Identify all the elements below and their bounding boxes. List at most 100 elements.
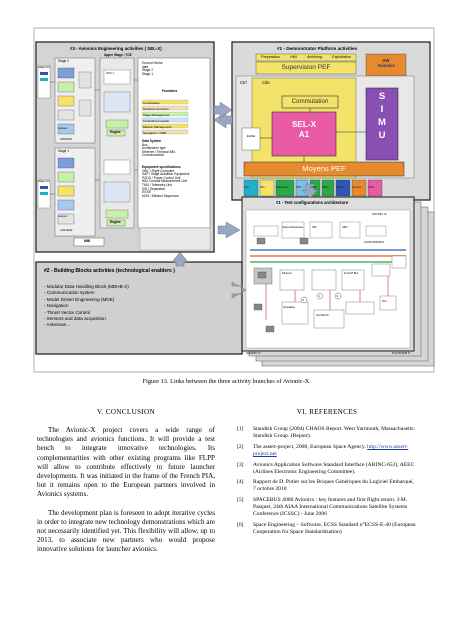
equipment-item: OBC / Flight Computer (142, 168, 175, 173)
eth-label: Ethernet/Spacewire (282, 226, 304, 229)
platform-bus-label: PLATFORM BUS (364, 241, 384, 244)
supervision-pef (255, 61, 357, 75)
panel1-functions (137, 57, 211, 251)
panel-avionics-engineering: #3 - Avionics Engineering activities ( S… (35, 41, 215, 253)
reference-link[interactable]: http://www.assert-project.net (253, 443, 409, 457)
obc-label: OBC (342, 226, 348, 229)
building-block-item: - Model Driven Engineering (MDE) (44, 296, 115, 302)
num-2: 2 (302, 298, 305, 302)
test-bench-label: Test Bench (316, 314, 329, 317)
conclusion-paragraph-1: The Avionic-X project covers a wide rang… (37, 426, 215, 499)
panel1-stage2-block (54, 57, 96, 144)
stage1-label: Stage 1 (58, 149, 69, 153)
equipment-item: SIS / Separation (142, 186, 166, 191)
platform-it-label: PLATFORM IT (392, 351, 411, 355)
function-item: Stage Management (143, 113, 170, 117)
conclusion-title: V. CONCLUSION (96, 408, 156, 416)
cde-label: Cde (262, 80, 270, 85)
equipment-item: MOS / Mission Sequencer (142, 193, 180, 198)
reference-item: [6] Space Engineering – Software, ECSS S… (237, 522, 417, 536)
data-system-title: Data System (142, 139, 162, 143)
panel-demonstrator-platform: #1 - Demonstrator Platform activities (231, 41, 431, 201)
reference-text: Space Engineering – Software, ECSS Stand… (253, 521, 416, 535)
bottom-label: Pyro (244, 186, 249, 189)
stage1-lanceur-label: Lanceur (58, 215, 68, 218)
num-circle-2 (300, 296, 308, 304)
gdu-label: GDU 1 (106, 72, 114, 75)
data-system-item: Communication (142, 153, 165, 158)
panel4-title: #2 - Building Blocks activities (technol… (44, 268, 175, 274)
reference-number: [5] (237, 497, 244, 504)
egse-label: EGSE (246, 134, 256, 138)
reference-number: [2] (237, 443, 244, 450)
equipment-item: EGSE (142, 190, 151, 195)
equipment-item: IMU / Inertial Measurement Unit (142, 179, 187, 184)
reference-text: Avionics Application Software Standard I… (253, 461, 415, 475)
bottom-label: CNES (310, 186, 317, 189)
mmi-box (73, 237, 105, 247)
bottom-label: Bancs (322, 186, 329, 189)
simu-label: S I M U (378, 91, 386, 141)
tab-archiving: Archiving (307, 55, 322, 59)
selx-box (271, 111, 337, 157)
ethernet-label: Ethernet (282, 272, 292, 275)
tab-preparation: Preparation (261, 55, 280, 59)
moyens-pef (243, 161, 405, 177)
egse-box (241, 127, 261, 151)
conclusion-paragraph-2: The development plan is foreseen to adop… (37, 508, 215, 554)
stage2-lanceur-label: Lanceur (58, 127, 68, 130)
panel-test-configurations: #1 - Test configurations architecture (241, 196, 435, 367)
avionic-if-label: AVIONIC IF (372, 212, 387, 216)
function-item: Coordination (143, 101, 161, 105)
building-block-item: - Antennas… (44, 322, 71, 328)
data-system-item: Architecture type (142, 146, 166, 151)
bottom-label: Autres (336, 186, 343, 189)
left-label-top: Stage Ctrl (38, 66, 50, 69)
num-circle-3 (334, 292, 342, 300)
reference-text: Standish Group (2004) CHAOS Report. West… (253, 426, 415, 439)
panel1-connectors (50, 79, 138, 195)
reference-text-wrap: The assert-project, 2008, European Space… (253, 444, 417, 458)
equipment-item: TMU / Telemetry Unit (142, 182, 172, 187)
engine-label-1: Engine (110, 130, 121, 134)
reference-text: Rapport de D. Potier sur les Briques Gén… (253, 479, 414, 493)
ctrl-label: Ctrl (240, 80, 247, 85)
reference-item: [1] Standish Group (2004) CHAOS Report. … (237, 426, 417, 440)
supervision-label: Supervision PEF (281, 64, 331, 71)
hw-avionics-label: HW Avionics (377, 58, 395, 68)
reference-number: [3] (237, 461, 244, 468)
equipment-item: PCDU / Power Control Unit (142, 175, 181, 180)
function-item: Mission Management (143, 125, 172, 129)
function-item: Navigation / ORB (143, 131, 167, 135)
sim-label: Sim (382, 300, 387, 303)
engine-label-2: Engine (110, 220, 121, 224)
lanceur-label: LANCEUR (60, 229, 73, 232)
equipment-item: SAP / Stage Actuation Equipment (142, 172, 190, 177)
functions-list: Coordination Guidance functions Stage Ma… (143, 100, 189, 136)
bottom-label: Stim. (260, 186, 266, 189)
simu-box (365, 87, 399, 161)
reference-item: [5] SPACEBUS 4000 Avionics : key feature… (237, 497, 417, 518)
panel-building-blocks (35, 261, 243, 355)
reference-item: [4] Rapport de D. Potier sur les Briques… (237, 479, 417, 493)
panel1-stage1-block (54, 147, 96, 237)
tab-exploitation: Exploitation (332, 55, 351, 59)
tab-hmi: HMI (290, 55, 297, 59)
panel3-red-links (265, 276, 389, 320)
figure: #3 - Avionics Engineering activities ( S… (33, 27, 435, 373)
updown-label: UPDOWN (60, 138, 72, 141)
mmi-label: MMI (84, 239, 91, 243)
bottom-label: Modèle Dyn (276, 186, 289, 189)
reference-item: [3] Avionics Application Software Standa… (237, 462, 417, 476)
references-section: VI. REFERENCES [1] Standish Group (2004)… (237, 408, 417, 540)
building-block-item: - Thrust Vector Control (44, 309, 91, 315)
panel2-bottom-labels: Pyro Stim. Modèle Dyn PSS CNES Bancs Aut… (244, 186, 394, 189)
num-3: 3 (336, 294, 339, 298)
panel1-middle-equipment (99, 57, 135, 229)
panel2-tabs-text: Preparation HMI Archiving Exploitation (256, 55, 356, 59)
engine-tag-2 (106, 219, 126, 227)
references-title: VI. REFERENCES (296, 408, 358, 416)
selx-label: SEL-X A1 (291, 120, 317, 139)
moyens-label: Moyens PEF (302, 164, 346, 173)
reference-number: [4] (237, 479, 244, 486)
